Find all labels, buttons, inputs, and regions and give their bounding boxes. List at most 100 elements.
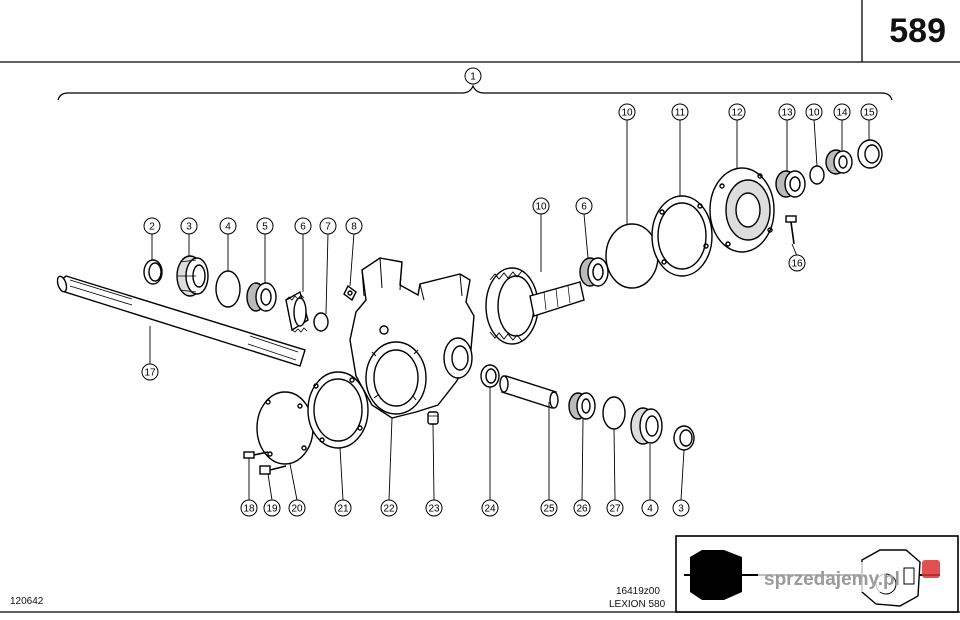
nut-15 <box>825 149 853 175</box>
seal-3b <box>630 407 663 445</box>
callout-13: 13 <box>778 103 796 121</box>
callout-number: 27 <box>609 504 621 515</box>
group-bracket <box>57 84 893 101</box>
callout-10: 10 <box>805 103 823 121</box>
ring-28 <box>673 425 695 451</box>
drain-plug <box>427 411 439 425</box>
callout-11: 11 <box>671 103 689 121</box>
callout-3: 3 <box>180 217 198 235</box>
callout-number: 17 <box>144 368 156 379</box>
callout-number: 4 <box>225 222 231 233</box>
ring-14 <box>809 165 825 185</box>
cover-plate-21 <box>256 391 314 465</box>
gearbox-housing <box>349 257 475 419</box>
callout-number: 3 <box>186 222 192 233</box>
ring-25 <box>480 364 500 388</box>
callout-number: 12 <box>731 108 743 119</box>
callout-18: 18 <box>240 499 258 517</box>
callout-16: 16 <box>788 254 806 272</box>
snap-ring-7 <box>313 312 329 332</box>
bevel-gear-large <box>485 267 585 345</box>
callout-number: 6 <box>300 222 306 233</box>
seal-3 <box>176 255 209 297</box>
watermark: sprzedajemy.pl <box>758 560 940 592</box>
gasket-12 <box>651 195 713 277</box>
bearing-27 <box>568 392 596 420</box>
figure-code: 16419z00 <box>616 586 660 597</box>
callout-number: 5 <box>262 222 268 233</box>
callout-number: 10 <box>535 202 547 213</box>
bearing-5 <box>246 282 277 312</box>
callout-12: 12 <box>728 103 746 121</box>
callout-number: 15 <box>863 108 875 119</box>
splined-shaft <box>56 275 306 367</box>
screw-19 <box>243 451 269 459</box>
callout-number: 14 <box>836 108 848 119</box>
seal-16 <box>857 139 883 169</box>
callout-number: 22 <box>383 504 395 515</box>
callout-3: 3 <box>672 499 690 517</box>
model-label: LEXION 580 <box>609 599 666 610</box>
callout-26: 26 <box>573 499 591 517</box>
callout-5: 5 <box>256 217 274 235</box>
bevel-gear-small <box>285 290 309 333</box>
callout-number: 13 <box>781 108 793 119</box>
callout-number: 1 <box>470 72 476 83</box>
watermark-text: sprzedajemy.pl <box>764 569 900 590</box>
callout-24: 24 <box>481 499 499 517</box>
bolt-20 <box>259 465 287 475</box>
callout-number: 24 <box>484 504 496 515</box>
callout-4: 4 <box>641 499 659 517</box>
callout-number: 23 <box>428 504 440 515</box>
callout-25: 25 <box>540 499 558 517</box>
callout-number: 16 <box>791 259 803 270</box>
callout-number: 8 <box>351 222 357 233</box>
bearing-10b <box>775 170 806 198</box>
callout-7: 7 <box>319 217 337 235</box>
flange-13 <box>709 167 775 253</box>
o-ring-11 <box>605 223 659 289</box>
callout-number: 4 <box>647 504 653 515</box>
page-number: 589 <box>889 12 946 50</box>
callout-10: 10 <box>532 197 550 215</box>
callout-number: 6 <box>581 202 587 213</box>
callout-1: 1 <box>464 67 482 85</box>
o-ring-4 <box>215 270 241 308</box>
callout-22: 22 <box>380 499 398 517</box>
callout-number: 26 <box>576 504 588 515</box>
callout-10: 10 <box>618 103 636 121</box>
sleeve-26 <box>499 375 559 409</box>
breather-8 <box>343 284 357 302</box>
leader-lines <box>149 118 870 501</box>
callout-17: 17 <box>141 363 159 381</box>
callout-number: 11 <box>675 108 686 119</box>
callout-15: 15 <box>860 103 878 121</box>
ring-2 <box>143 259 163 285</box>
callout-number: 18 <box>243 504 255 515</box>
parts <box>56 139 883 475</box>
callout-6: 6 <box>575 197 593 215</box>
callout-6: 6 <box>294 217 312 235</box>
callout-number: 10 <box>621 108 633 119</box>
callout-number: 21 <box>337 504 349 515</box>
callout-8: 8 <box>345 217 363 235</box>
bearing-10a <box>579 257 609 287</box>
callout-19: 19 <box>263 499 281 517</box>
callout-2: 2 <box>143 217 161 235</box>
callout-number: 2 <box>149 222 155 233</box>
gasket-22 <box>307 371 369 449</box>
callout-20: 20 <box>288 499 306 517</box>
callout-number: 20 <box>291 504 303 515</box>
o-ring-4b <box>602 396 626 430</box>
callout-23: 23 <box>425 499 443 517</box>
callout-21: 21 <box>334 499 352 517</box>
callout-number: 3 <box>678 504 684 515</box>
callout-number: 7 <box>325 222 331 233</box>
callout-4: 4 <box>219 217 237 235</box>
callout-14: 14 <box>833 103 851 121</box>
drawing-code: 120642 <box>10 596 44 607</box>
bolt-17 <box>785 215 797 245</box>
callout-27: 27 <box>606 499 624 517</box>
